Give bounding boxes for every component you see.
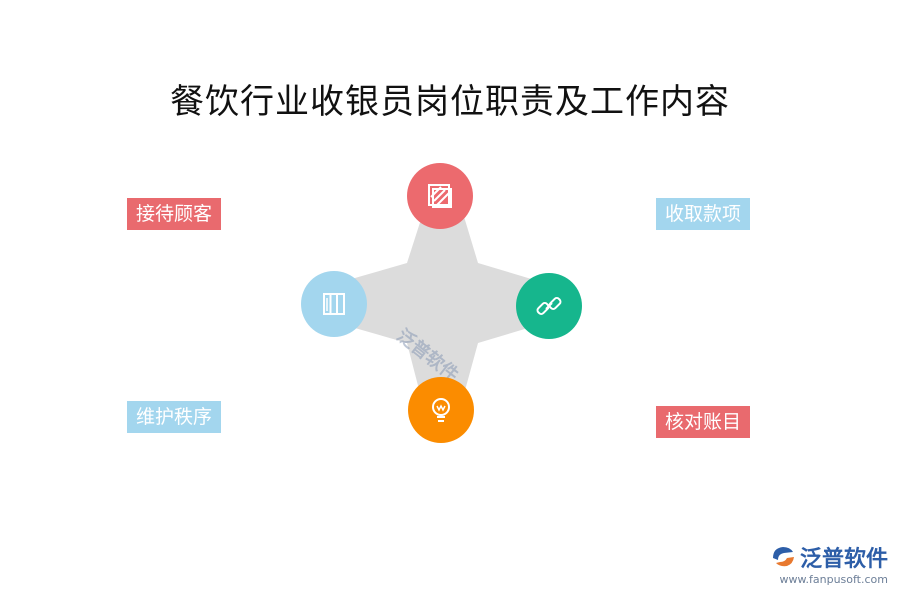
chain-link-icon bbox=[536, 297, 562, 315]
lightbulb-icon bbox=[432, 398, 450, 422]
label-accounts: 核对账目 bbox=[656, 406, 751, 438]
right-node bbox=[516, 273, 582, 339]
four-point-star bbox=[334, 210, 548, 405]
left-node bbox=[301, 271, 367, 337]
logo-name: 泛普软件 bbox=[799, 547, 888, 572]
bottom-node bbox=[408, 377, 474, 443]
logo-url: www.fanpusoft.com bbox=[779, 573, 888, 586]
brand-logo: 泛普软件 www.fanpusoft.com bbox=[770, 541, 888, 586]
book-columns-icon bbox=[323, 293, 345, 315]
label-payment: 收取款项 bbox=[656, 198, 751, 230]
label-order: 维护秩序 bbox=[127, 401, 222, 433]
logo-row: 泛普软件 bbox=[770, 541, 888, 573]
striped-square-icon bbox=[428, 184, 452, 208]
top-node bbox=[407, 163, 473, 229]
page-title: 餐饮行业收银员岗位职责及工作内容 bbox=[170, 82, 730, 122]
logo-mark-icon bbox=[772, 547, 794, 567]
label-reception: 接待顾客 bbox=[127, 198, 222, 230]
